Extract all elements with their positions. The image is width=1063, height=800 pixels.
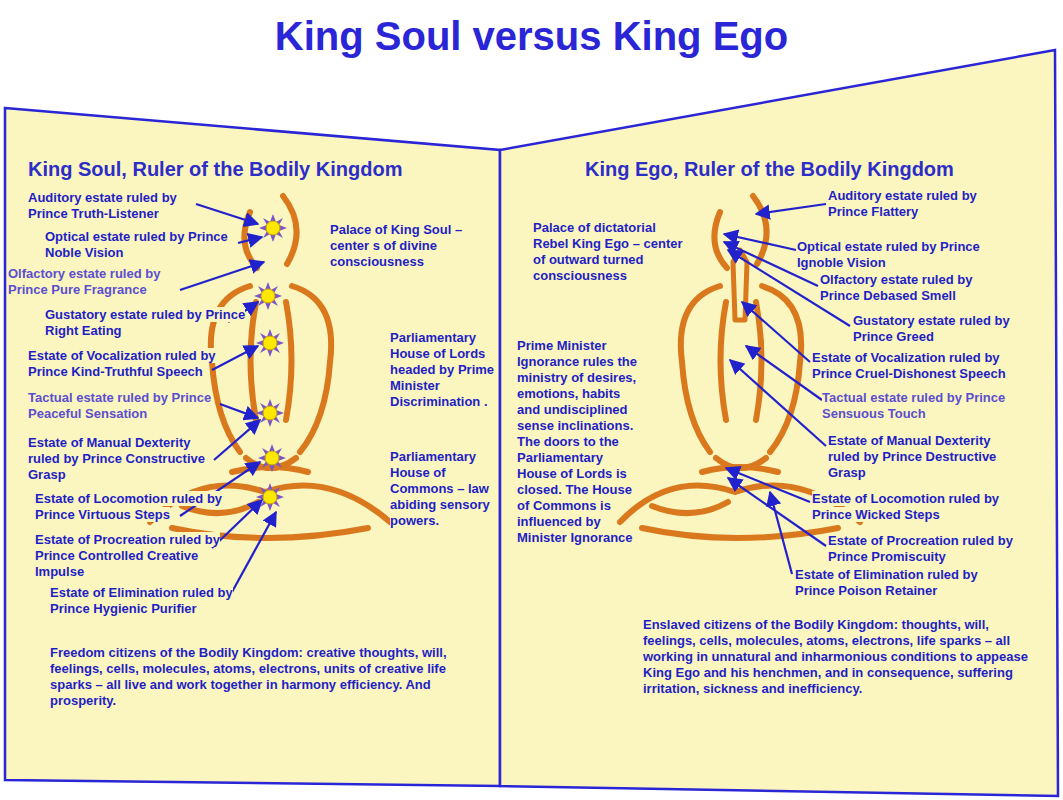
label-wrap: Gustatory estate ruled by Prince Greed (853, 313, 1028, 345)
label-wrap: Estate of Procreation ruled by Prince Co… (35, 532, 235, 580)
estate-label: Estate of Locomotion ruled by Prince Vir… (35, 491, 222, 522)
estate-label: Olfactory estate ruled by Prince Debased… (820, 272, 972, 303)
label-wrap: Estate of Manual Dexterity ruled by Prin… (28, 435, 223, 483)
label-wrap: Prime Minister Ignorance rules the minis… (517, 338, 645, 546)
label-wrap: Estate of Manual Dexterity ruled by Prin… (828, 433, 1018, 481)
estate-label: Palace of dictatorial Rebel King Ego – c… (533, 220, 683, 283)
label-wrap: Olfactory estate ruled by Prince Pure Fr… (8, 266, 188, 298)
label-wrap: King Ego, Ruler of the Bodily Kingdom (585, 157, 1005, 181)
estate-label: Optical estate ruled by Prince Noble Vis… (45, 229, 228, 260)
estate-label: Parliamentary House of Commons – law abi… (390, 449, 490, 528)
estate-label: Olfactory estate ruled by Prince Pure Fr… (8, 266, 160, 297)
label-wrap: Olfactory estate ruled by Prince Debased… (820, 272, 1010, 304)
label-wrap: Optical estate ruled by Prince Noble Vis… (45, 229, 260, 261)
estate-label: Optical estate ruled by Prince Ignoble V… (797, 239, 980, 270)
estate-label: Estate of Vocalization ruled by Prince K… (28, 348, 216, 379)
estate-label: Parliamentary House of Lords headed by P… (390, 330, 494, 409)
label-wrap: Palace of King Soul – center s of divine… (330, 222, 495, 270)
estate-label: Tactual estate ruled by Prince Sensuous … (822, 390, 1005, 421)
label-wrap: Palace of dictatorial Rebel King Ego – c… (533, 220, 693, 284)
label-wrap: Estate of Vocalization ruled by Prince C… (812, 350, 1042, 382)
label-wrap: Enslaved citizens of the Bodily Kingdom:… (643, 617, 1043, 697)
label-wrap: Tactual estate ruled by Prince Sensuous … (822, 390, 1037, 422)
estate-label: Gustatory estate ruled by Prince Greed (853, 313, 1010, 344)
label-wrap: Estate of Locomotion ruled by Prince Vir… (35, 491, 230, 523)
estate-label: Auditory estate ruled by Prince Flattery (828, 188, 977, 219)
estate-label: Estate of Vocalization ruled by Prince C… (812, 350, 1006, 381)
estate-label: Enslaved citizens of the Bodily Kingdom:… (643, 617, 1028, 696)
estate-label: Estate of Manual Dexterity ruled by Prin… (28, 435, 205, 482)
estate-label: Palace of King Soul – center s of divine… (330, 222, 462, 269)
label-wrap: Parliamentary House of Commons – law abi… (390, 449, 495, 529)
diagram-title: King Soul versus King Ego (0, 14, 1063, 59)
estate-label: Freedom citizens of the Bodily Kingdom: … (50, 645, 447, 708)
label-wrap: Parliamentary House of Lords headed by P… (390, 330, 495, 410)
estate-label: Estate of Procreation ruled by Prince Co… (35, 532, 220, 579)
label-wrap: Tactual estate ruled by Prince Peaceful … (28, 390, 248, 422)
label-wrap: Estate of Procreation ruled by Prince Pr… (828, 533, 1033, 565)
label-wrap: Estate of Elimination ruled by Prince Po… (795, 567, 1000, 599)
estate-label: Gustatory estate ruled by Prince Right E… (45, 307, 245, 338)
estate-label: Prime Minister Ignorance rules the minis… (517, 338, 637, 545)
label-wrap: Estate of Locomotion ruled by Prince Wic… (812, 491, 1012, 523)
estate-label: Estate of Procreation ruled by Prince Pr… (828, 533, 1013, 564)
panel-heading: King Ego, Ruler of the Bodily Kingdom (585, 158, 954, 180)
label-wrap: Auditory estate ruled by Prince Flattery (828, 188, 1008, 220)
estate-label: Auditory estate ruled by Prince Truth-Li… (28, 190, 177, 221)
estate-label: Estate of Elimination ruled by Prince Po… (795, 567, 978, 598)
label-wrap: Freedom citizens of the Bodily Kingdom: … (50, 645, 480, 709)
estate-label: Estate of Locomotion ruled by Prince Wic… (812, 491, 999, 522)
estate-label: Estate of Manual Dexterity ruled by Prin… (828, 433, 996, 480)
label-wrap: Estate of Elimination ruled by Prince Hy… (50, 585, 250, 617)
label-wrap: Optical estate ruled by Prince Ignoble V… (797, 239, 997, 271)
label-wrap: King Soul, Ruler of the Bodily Kingdom (28, 157, 448, 181)
estate-label: Tactual estate ruled by Prince Peaceful … (28, 390, 211, 421)
panel-heading: King Soul, Ruler of the Bodily Kingdom (28, 158, 402, 180)
label-wrap: Gustatory estate ruled by Prince Right E… (45, 307, 250, 339)
label-wrap: Auditory estate ruled by Prince Truth-Li… (28, 190, 218, 222)
estate-label: Estate of Elimination ruled by Prince Hy… (50, 585, 233, 616)
label-wrap: Estate of Vocalization ruled by Prince K… (28, 348, 243, 380)
